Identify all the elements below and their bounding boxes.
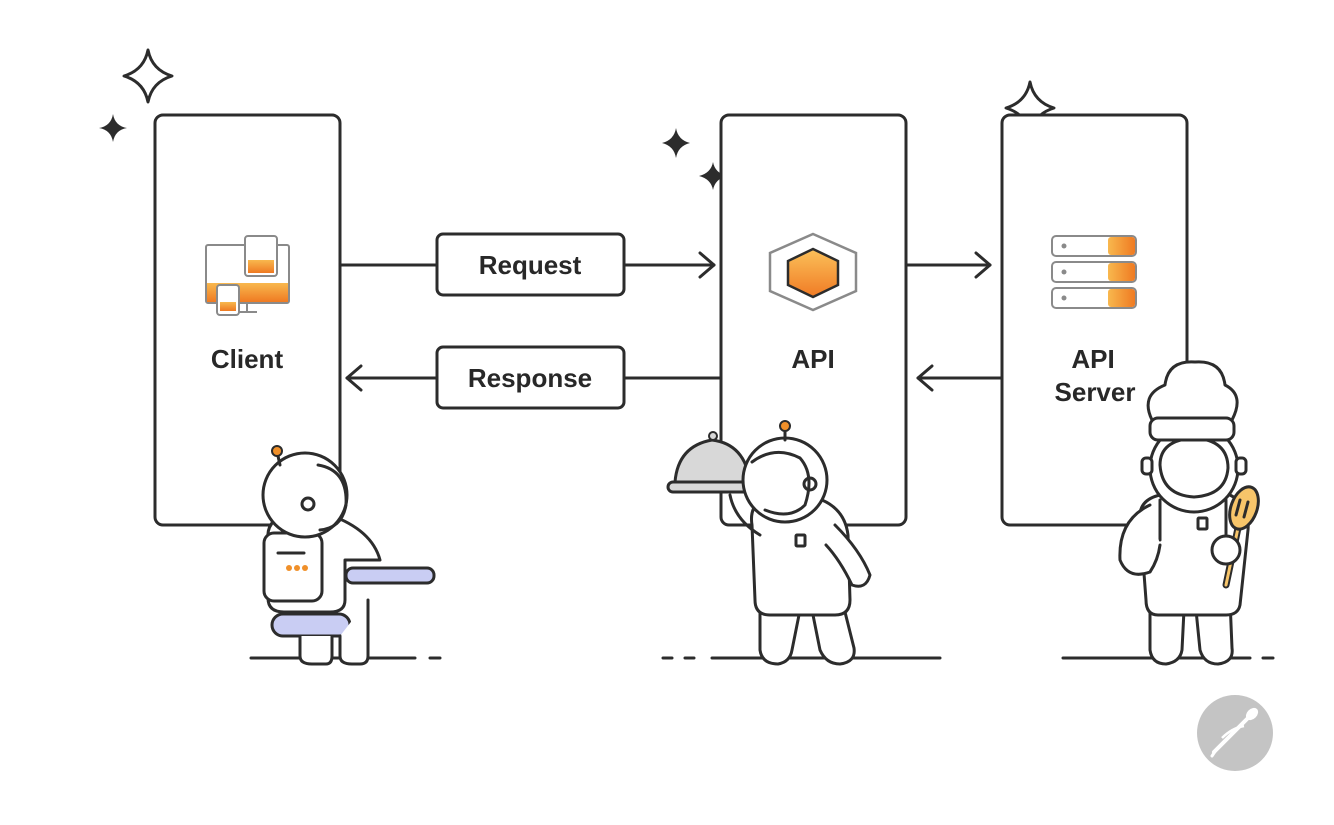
sparkle-icon — [699, 162, 727, 190]
client-label: Client — [211, 344, 284, 374]
response-edge: Response — [345, 345, 723, 410]
devices-icon — [205, 235, 290, 316]
postman-logo — [1197, 695, 1273, 771]
server-astronaut — [1118, 360, 1260, 666]
request-label: Request — [479, 250, 582, 280]
client-node: Client — [153, 113, 342, 527]
server-rack-icon — [1051, 235, 1137, 309]
server-to-api-edge — [916, 364, 1004, 392]
sparkle-icon — [662, 128, 690, 158]
response-label: Response — [468, 363, 592, 393]
request-edge: Request — [338, 232, 716, 297]
api-node: API — [719, 113, 908, 527]
sparkle-icon — [99, 114, 127, 142]
server-label-line1: API — [1071, 344, 1114, 374]
sparkle-icon — [122, 48, 174, 104]
server-label-line2: Server — [1055, 377, 1136, 407]
api-astronaut — [666, 420, 872, 666]
hexagon-icon — [768, 232, 858, 312]
client-astronaut — [261, 445, 436, 666]
api-label: API — [791, 344, 834, 374]
server-node: API Server — [1000, 113, 1189, 527]
api-to-server-edge — [904, 251, 992, 279]
